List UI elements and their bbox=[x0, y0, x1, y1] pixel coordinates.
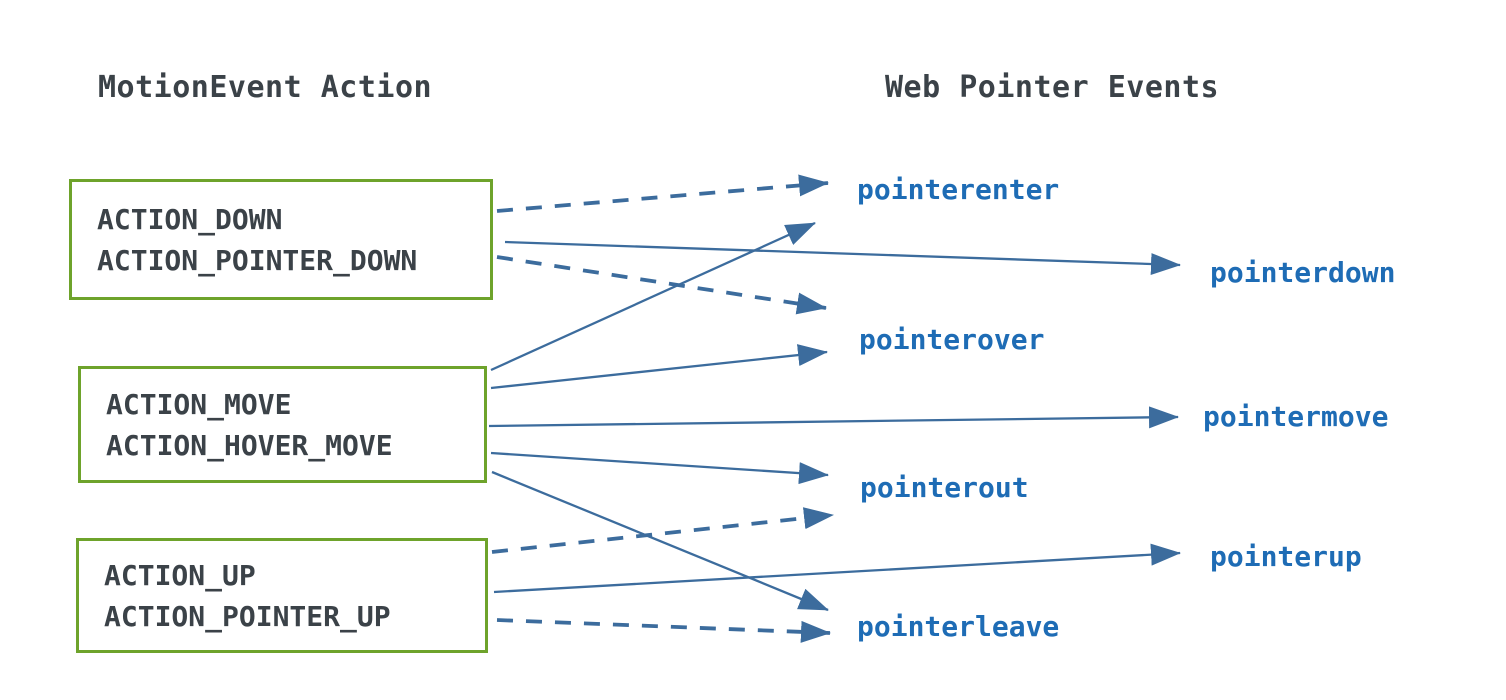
action-label: ACTION_HOVER_MOVE bbox=[106, 428, 393, 462]
edge-pointerdown-solid bbox=[504, 240, 1181, 276]
action-label: ACTION_MOVE bbox=[106, 387, 292, 421]
edge-pointermove-solid bbox=[488, 406, 1179, 429]
action-box-up: ACTION_UP ACTION_POINTER_UP bbox=[76, 538, 488, 653]
edge-pointerleave-solid bbox=[491, 470, 829, 612]
column-header-web-pointer-events: Web Pointer Events bbox=[885, 70, 1220, 105]
action-box-down: ACTION_DOWN ACTION_POINTER_DOWN bbox=[69, 179, 493, 300]
event-label-pointerup: pointerup bbox=[1210, 540, 1362, 573]
event-label-pointerdown: pointerdown bbox=[1210, 256, 1396, 289]
edge-pointerenter-dashed bbox=[496, 174, 829, 213]
action-box-move: ACTION_MOVE ACTION_HOVER_MOVE bbox=[78, 366, 487, 483]
edge-pointerout-solid bbox=[490, 451, 829, 485]
edge-pointerenter-solid bbox=[490, 221, 816, 372]
event-label-pointerleave: pointerleave bbox=[857, 610, 1060, 643]
event-label-pointerover: pointerover bbox=[859, 323, 1045, 356]
edge-pointerup-solid bbox=[493, 543, 1181, 594]
event-label-pointerenter: pointerenter bbox=[857, 173, 1060, 206]
edge-pointerover-solid bbox=[490, 344, 828, 390]
action-label: ACTION_UP bbox=[104, 558, 256, 592]
edge-pointerover-dashed bbox=[496, 255, 827, 315]
action-label: ACTION_POINTER_UP bbox=[104, 599, 391, 633]
event-label-pointerout: pointerout bbox=[860, 471, 1029, 504]
edge-pointerleave-dashed bbox=[496, 618, 831, 643]
edge-pointerout-dashed bbox=[491, 507, 834, 554]
column-header-motionevent-action: MotionEvent Action bbox=[98, 70, 433, 105]
action-label: ACTION_DOWN bbox=[97, 202, 283, 236]
event-label-pointermove: pointermove bbox=[1203, 400, 1389, 433]
action-label: ACTION_POINTER_DOWN bbox=[97, 243, 418, 277]
